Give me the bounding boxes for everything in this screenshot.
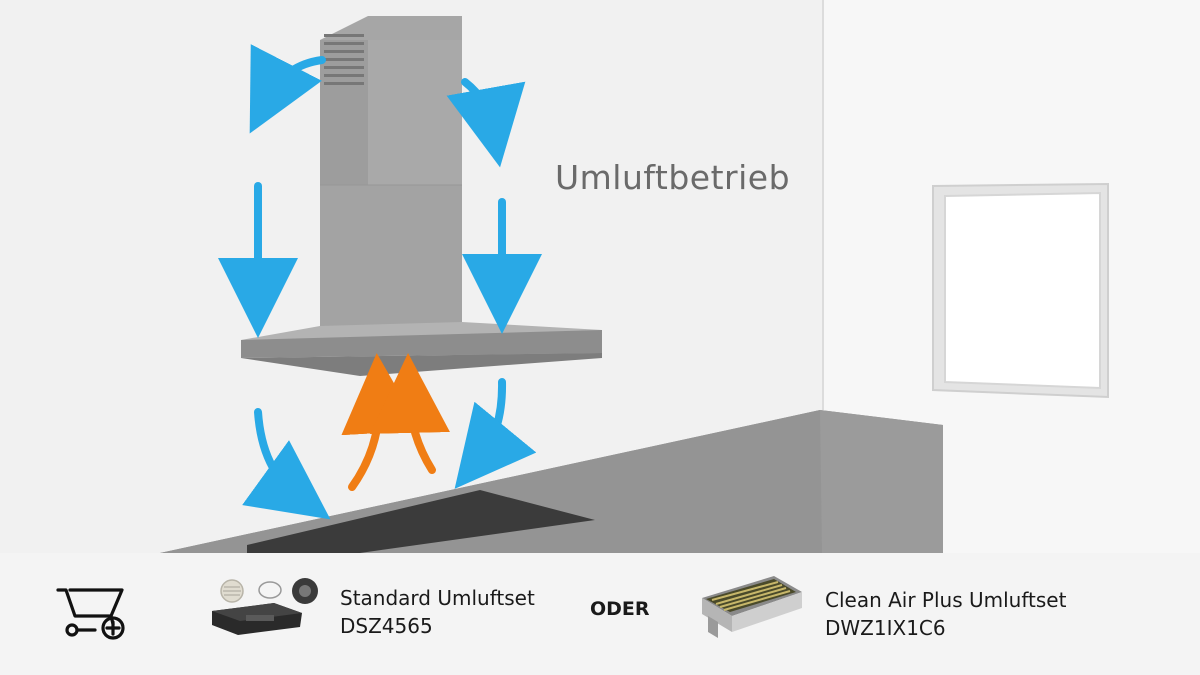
- rising-air-arrows: [341, 353, 450, 491]
- arrow-bottom-left: [242, 408, 331, 520]
- charcoal-filter-set-icon: [212, 578, 318, 635]
- product-name-clean-air-plus: Clean Air Plus Umluftset: [825, 588, 1067, 612]
- product-name-standard: Standard Umluftset: [340, 586, 535, 610]
- accessory-bar: [0, 553, 1200, 675]
- arrow-bottom-right: [454, 378, 537, 489]
- clean-air-plus-module-icon: [702, 576, 802, 638]
- product-code-clean-air-plus: DWZ1IX1C6: [825, 616, 946, 640]
- vent-grille: [324, 34, 364, 85]
- recirculated-air-arrows: [218, 44, 542, 520]
- window: [932, 182, 1109, 399]
- shopping-cart-add-icon[interactable]: [55, 580, 130, 642]
- arrow-up-right: [369, 353, 450, 474]
- arrow-top-left: [249, 44, 326, 134]
- product-code-standard: DSZ4565: [340, 614, 433, 638]
- arrow-top-right: [446, 78, 526, 168]
- or-separator: ODER: [590, 598, 650, 620]
- mode-title: Umluftbetrieb: [555, 158, 791, 197]
- recirculation-illustration: [160, 0, 1109, 553]
- chimney-hood: [241, 16, 602, 376]
- cooktop: [247, 490, 595, 553]
